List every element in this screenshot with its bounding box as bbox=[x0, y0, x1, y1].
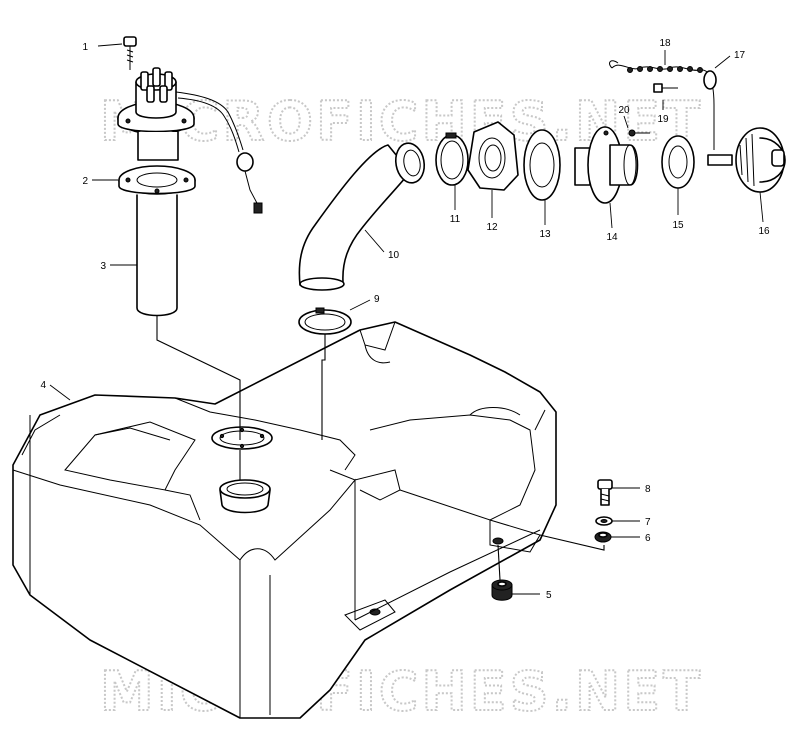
screw-19 bbox=[653, 83, 678, 93]
callout-1: 1 bbox=[82, 42, 88, 53]
filler-nut-12 bbox=[467, 121, 519, 191]
gasket-13 bbox=[523, 129, 561, 201]
seal-15 bbox=[661, 135, 695, 189]
callout-3: 3 bbox=[100, 261, 106, 272]
callout-2: 2 bbox=[82, 176, 88, 187]
callout-18: 18 bbox=[659, 38, 671, 49]
hose-clamp-9 bbox=[298, 307, 352, 440]
callout-labels: 1 2 3 4 5 6 7 8 9 10 11 12 13 14 15 16 1… bbox=[40, 38, 770, 601]
leader-lines bbox=[49, 43, 764, 595]
fuel-cap-16 bbox=[707, 127, 786, 193]
callout-4: 4 bbox=[40, 380, 46, 391]
callout-10: 10 bbox=[388, 250, 400, 261]
mount-guide-line bbox=[539, 534, 605, 551]
callout-16: 16 bbox=[758, 226, 770, 237]
rivet-20 bbox=[628, 129, 650, 137]
callout-5: 5 bbox=[546, 590, 552, 601]
clamp-11 bbox=[435, 132, 469, 186]
grommet-6 bbox=[594, 531, 612, 543]
callout-7: 7 bbox=[645, 517, 651, 528]
callout-19: 19 bbox=[657, 114, 669, 125]
fuel-sender-assembly bbox=[117, 36, 263, 480]
filler-hose bbox=[298, 142, 426, 291]
grommet-5 bbox=[491, 544, 513, 601]
callout-15: 15 bbox=[672, 220, 684, 231]
callout-9: 9 bbox=[374, 294, 380, 305]
callout-13: 13 bbox=[539, 229, 551, 240]
filler-neck-14 bbox=[574, 126, 639, 204]
washer-7 bbox=[595, 516, 613, 526]
fuel-tank bbox=[12, 321, 557, 719]
callout-14: 14 bbox=[606, 232, 618, 243]
callout-12: 12 bbox=[486, 222, 498, 233]
callout-20: 20 bbox=[618, 105, 630, 116]
callout-11: 11 bbox=[450, 214, 461, 225]
callout-17: 17 bbox=[734, 50, 746, 61]
callout-6: 6 bbox=[645, 533, 651, 544]
cap-tether bbox=[609, 60, 717, 150]
bolt-8 bbox=[597, 479, 613, 506]
callout-8: 8 bbox=[645, 484, 651, 495]
